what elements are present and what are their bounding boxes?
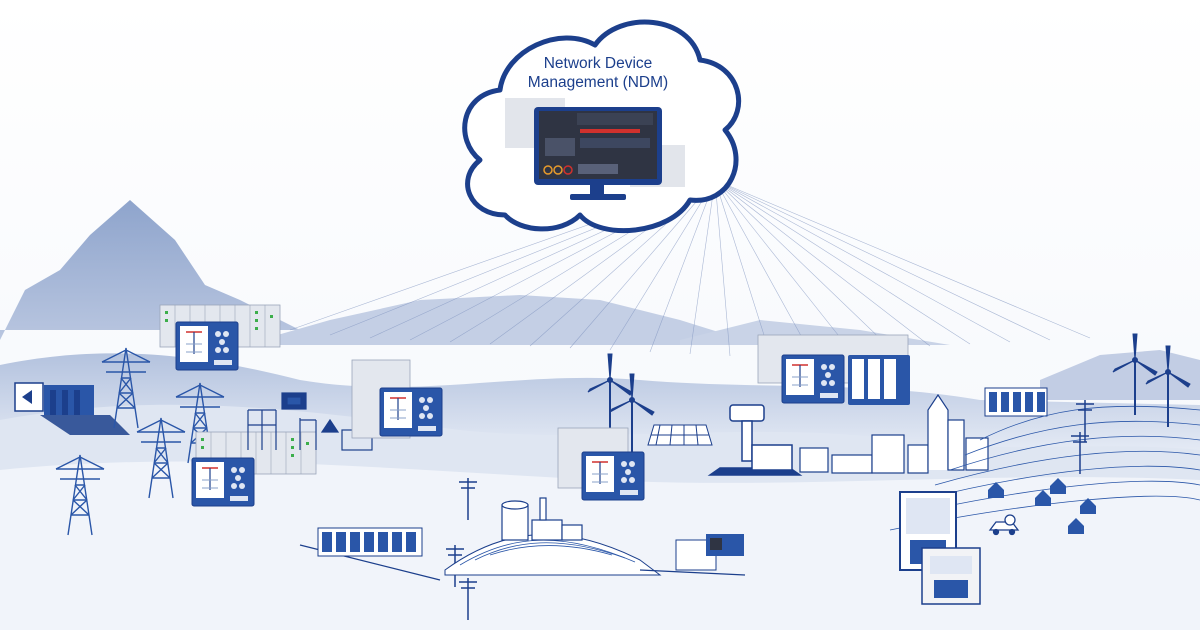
control-tower-icon bbox=[707, 404, 803, 476]
network-signal-lines bbox=[289, 179, 1091, 357]
protection-relay-icon bbox=[984, 387, 1048, 417]
protection-relay-icon bbox=[639, 534, 746, 576]
solar-panel-icon bbox=[647, 424, 713, 446]
monitor-icon bbox=[505, 98, 685, 200]
hydro-dam-icon bbox=[14, 382, 130, 435]
city-skyline-icon bbox=[799, 393, 989, 474]
cabinet-row-icon bbox=[299, 527, 441, 581]
cloud-title-line1: Network Device bbox=[544, 55, 653, 72]
cloud-title-line2: Management (NDM) bbox=[528, 74, 668, 91]
protection-relay-icon bbox=[557, 427, 645, 501]
protection-relay-icon bbox=[351, 359, 443, 439]
protection-relay-icon bbox=[757, 334, 910, 405]
electric-car-icon bbox=[988, 514, 1020, 536]
factory-icon bbox=[444, 497, 662, 576]
substation-icon bbox=[247, 392, 373, 451]
protection-relay-icon bbox=[899, 491, 981, 605]
